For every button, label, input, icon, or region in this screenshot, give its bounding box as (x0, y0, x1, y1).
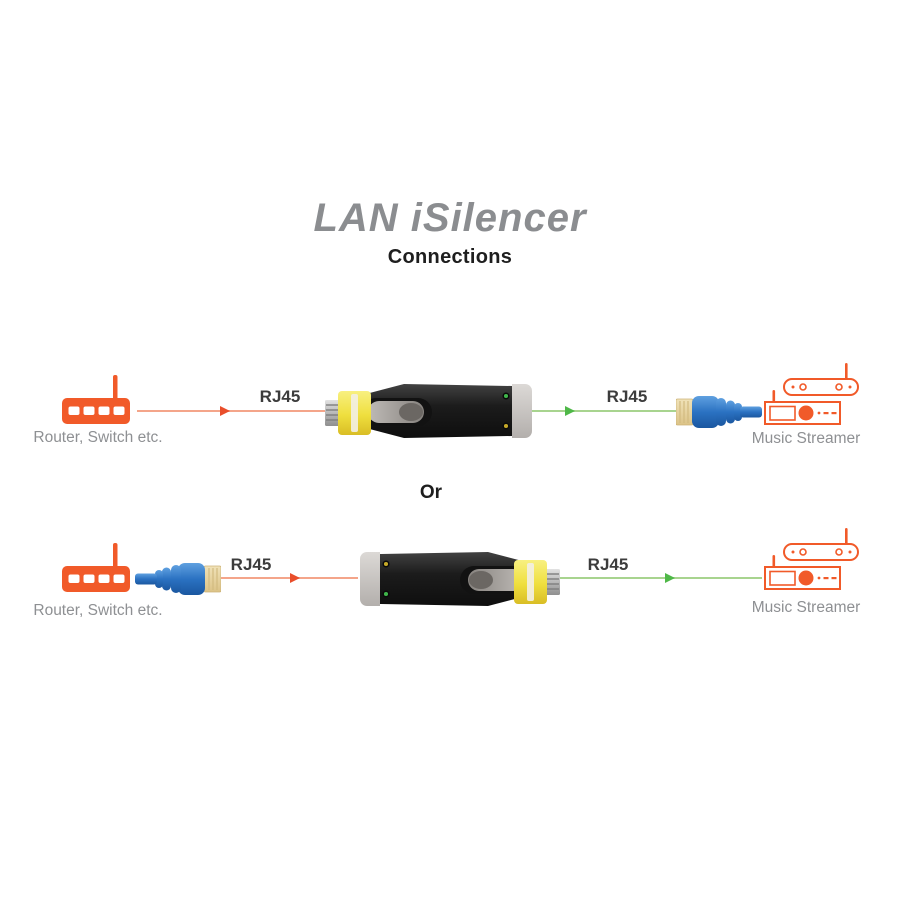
music-streamer-label: Music Streamer (751, 430, 861, 447)
or-label: Or (419, 482, 443, 503)
rj45-label-right: RJ45 (587, 555, 629, 574)
rj45-label-left: RJ45 (259, 387, 301, 406)
rj45-connector-yellow-icon (514, 560, 560, 604)
router-icon (62, 375, 130, 424)
flow-arrow-green-icon (665, 573, 675, 583)
router-label: Router, Switch etc. (33, 429, 163, 446)
connection-diagram-row-1: Router, Switch etc. RJ45 (0, 350, 900, 482)
led-bottom-icon (502, 422, 510, 430)
rj45-connector-blue-icon (676, 394, 766, 430)
flow-arrow-orange-icon (220, 406, 230, 416)
flow-arrow-green-icon (565, 406, 575, 416)
lan-isilencer-device-icon (358, 550, 530, 608)
rj45-label-left: RJ45 (230, 555, 272, 574)
router-icon (62, 543, 130, 592)
device-end-cap (512, 384, 532, 438)
music-streamer-icon (762, 527, 862, 593)
music-streamer-icon (762, 362, 862, 428)
rj45-connector-blue-icon (131, 561, 221, 597)
page-title: LAN iSilencer (313, 196, 587, 240)
header: LAN iSilencer Connections (0, 196, 900, 269)
page-subtitle: Connections (387, 246, 513, 268)
ethernet-cable-green (560, 577, 762, 579)
led-bottom-icon (382, 590, 390, 598)
led-top-icon (382, 560, 390, 568)
router-label: Router, Switch etc. (33, 602, 163, 619)
ethernet-cable-orange (218, 577, 358, 579)
music-streamer-label: Music Streamer (751, 599, 861, 616)
lan-isilencer-device-icon (362, 382, 534, 440)
led-top-icon (502, 392, 510, 400)
rj45-label-right: RJ45 (606, 387, 648, 406)
ethernet-cable-green (532, 410, 678, 412)
flow-arrow-orange-icon (290, 573, 300, 583)
connection-diagram-row-2: Router, Switch etc. RJ45 (0, 517, 900, 649)
device-end-cap (360, 552, 380, 606)
rj45-connector-yellow-icon (325, 391, 371, 435)
ethernet-cable-orange (137, 410, 328, 412)
